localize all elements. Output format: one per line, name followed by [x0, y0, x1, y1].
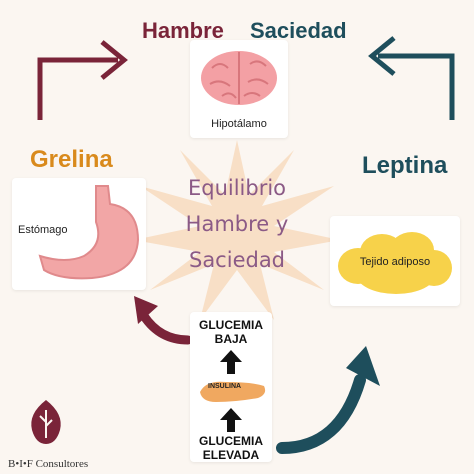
- stomach-card: Estómago: [12, 178, 146, 290]
- brand-name: B•I•F Consultores: [8, 458, 89, 470]
- leptina-label: Leptina: [362, 152, 448, 179]
- glucemia-elevada-line1: GLUCEMIA: [199, 434, 263, 448]
- hipotalamo-label: Hipotálamo: [211, 118, 267, 130]
- center-line-1: Equilibrio: [187, 176, 287, 200]
- center-line-2: Hambre y: [185, 212, 289, 236]
- title-hambre: Hambre: [142, 18, 224, 43]
- fat-tissue-icon: [338, 232, 452, 294]
- arrow-glucose-high-to-fat: [276, 374, 366, 454]
- arrow-fat-to-brain: [378, 53, 455, 120]
- fat-card: Tejido adiposo: [330, 216, 460, 306]
- glucemia-baja: GLUCEMIA BAJA: [190, 318, 272, 346]
- title-saciedad: Saciedad: [250, 18, 347, 43]
- brain-icon: [201, 51, 277, 105]
- bif-logo-icon: [31, 400, 61, 444]
- pancreas-icon: [200, 381, 266, 402]
- stomach-icon: [38, 185, 140, 280]
- arrow-stomach-to-brain: [37, 57, 118, 120]
- glucemia-elevada-line2: ELEVADA: [202, 448, 260, 462]
- tejido-adiposo-label: Tejido adiposo: [359, 256, 431, 268]
- glucemia-baja-line1: GLUCEMIA: [199, 318, 263, 332]
- arrow-up-icon-2: [220, 408, 242, 432]
- glucemia-card: GLUCEMIA BAJA INSULINA GLUCEMIA ELEVADA: [190, 312, 272, 462]
- starburst-shape: [134, 140, 340, 320]
- insulina-label: INSULINA: [208, 383, 242, 390]
- brain-card: Hipotálamo: [190, 40, 288, 138]
- glucemia-baja-line2: BAJA: [214, 332, 248, 346]
- glucemia-elevada: GLUCEMIA ELEVADA: [190, 434, 272, 462]
- estomago-label: Estómago: [18, 224, 68, 236]
- arrow-up-icon: [220, 350, 242, 374]
- arrow-glucose-low-to-stomach: [139, 311, 193, 345]
- center-line-3: Saciedad: [188, 248, 286, 272]
- grelina-label: Grelina: [30, 146, 113, 173]
- center-title: Equilibrio Hambre y Saciedad: [160, 170, 314, 278]
